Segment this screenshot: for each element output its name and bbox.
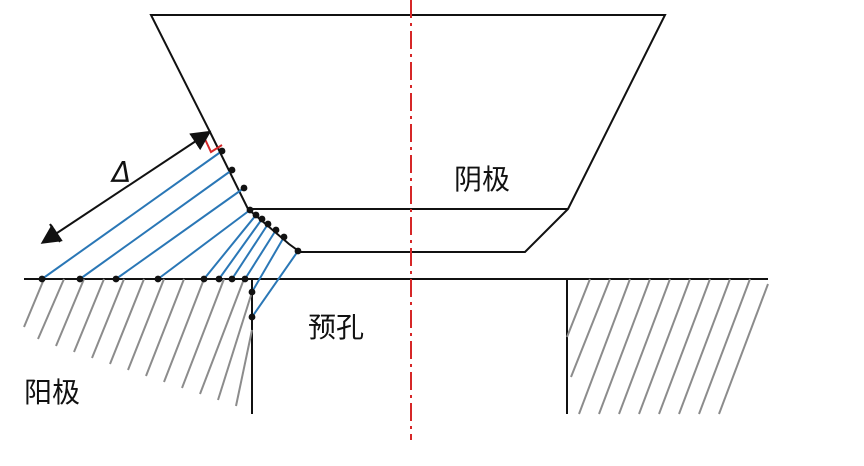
delta-label: Δ xyxy=(110,156,131,189)
anode-hatch-right xyxy=(566,278,769,415)
delta-arrow xyxy=(40,130,212,244)
cathode-outline xyxy=(149,14,667,253)
cathode-label: 阴极 xyxy=(454,163,510,196)
prehole-label: 预孔 xyxy=(308,311,364,344)
contact-points xyxy=(38,147,302,321)
delta-extension-line xyxy=(49,223,61,243)
anode-hatch-left xyxy=(23,278,253,407)
anode-label: 阳极 xyxy=(24,376,80,409)
flow-lines xyxy=(41,150,299,318)
